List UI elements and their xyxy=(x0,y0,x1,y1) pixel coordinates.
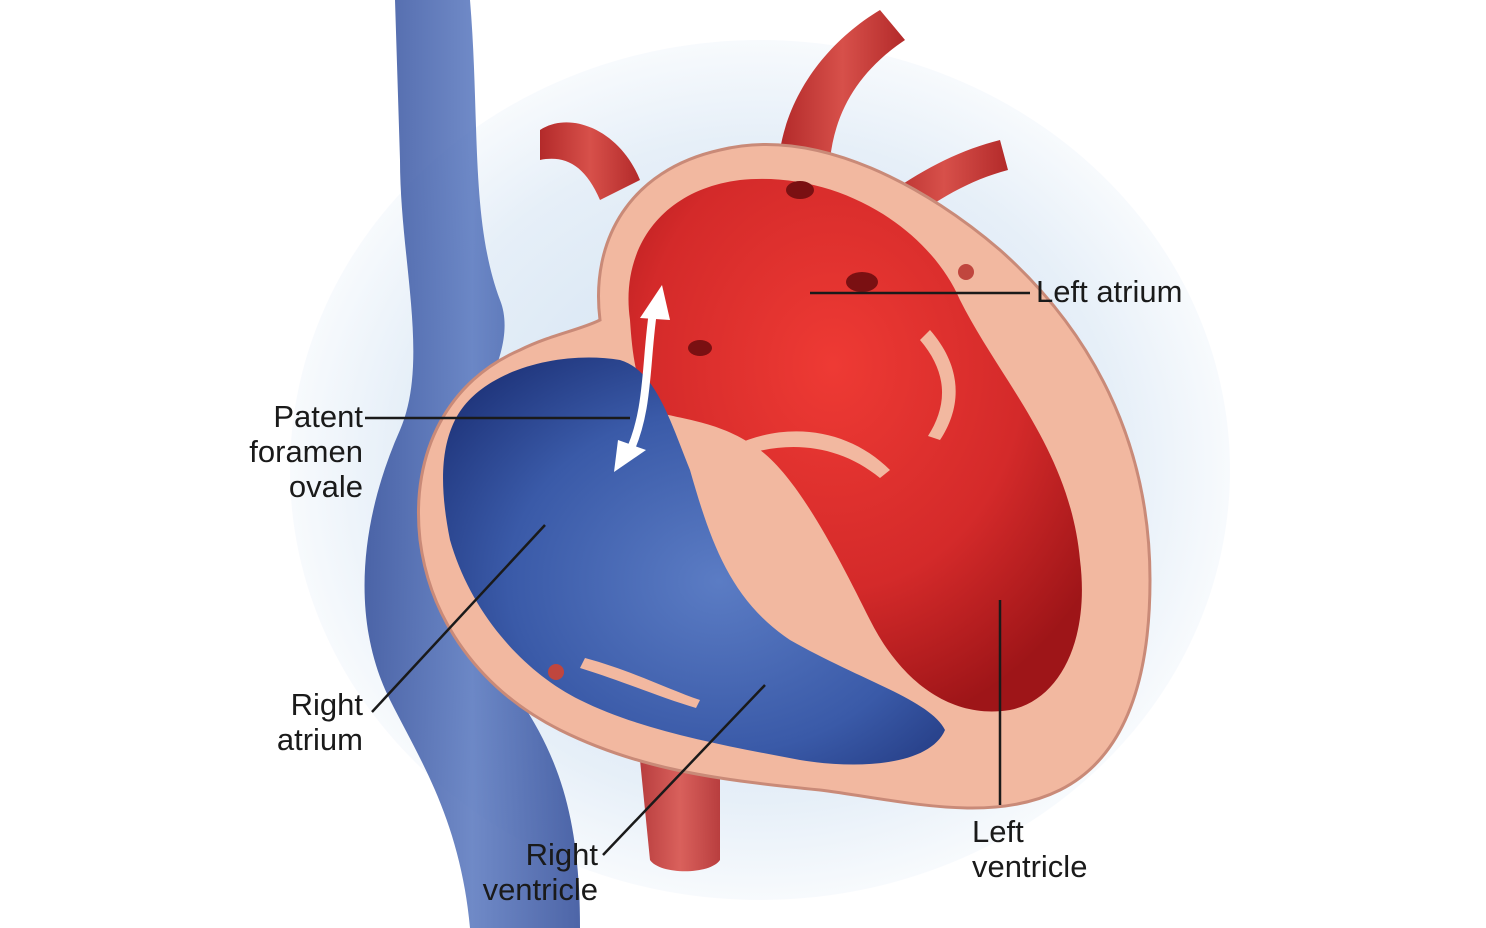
coronary-nub-right xyxy=(548,664,564,680)
label-right-atrium-line1: Right xyxy=(291,687,364,722)
inferior-vessel xyxy=(640,760,720,872)
mitral-leaflet xyxy=(735,431,890,478)
label-right-atrium-line2: atrium xyxy=(277,722,363,757)
label-left-ventricle-line1: Left xyxy=(972,814,1024,849)
pulmonary-vein-opening-1 xyxy=(786,181,814,199)
label-right-ventricle-line2: ventricle xyxy=(483,872,598,907)
shunt-arrowhead-down xyxy=(614,440,646,472)
right-chambers xyxy=(443,357,945,765)
leader-right-ventricle xyxy=(602,684,766,856)
label-pfo-line2: foramen xyxy=(249,434,363,469)
coronary-nub-left xyxy=(958,264,974,280)
pulmonary-vein-opening-2 xyxy=(846,272,878,292)
pulmonary-artery xyxy=(540,122,640,200)
tricuspid-leaflet xyxy=(580,658,700,708)
label-pfo-line3: ovale xyxy=(289,469,363,504)
aorta xyxy=(780,10,905,160)
shunt-arrowhead-up xyxy=(640,285,670,320)
label-left-ventricle-line2: ventricle xyxy=(972,849,1087,884)
shunt-arrow-shaft xyxy=(624,301,658,459)
chordae-left xyxy=(920,330,956,440)
leader-right-atrium xyxy=(371,524,546,713)
pulmonary-vein-opening-3 xyxy=(688,340,712,356)
label-right-ventricle-line1: Right xyxy=(526,837,599,872)
label-left-atrium: Left atrium xyxy=(1036,274,1182,309)
label-pfo-line1: Patent xyxy=(273,399,363,434)
vena-cava xyxy=(364,0,580,928)
